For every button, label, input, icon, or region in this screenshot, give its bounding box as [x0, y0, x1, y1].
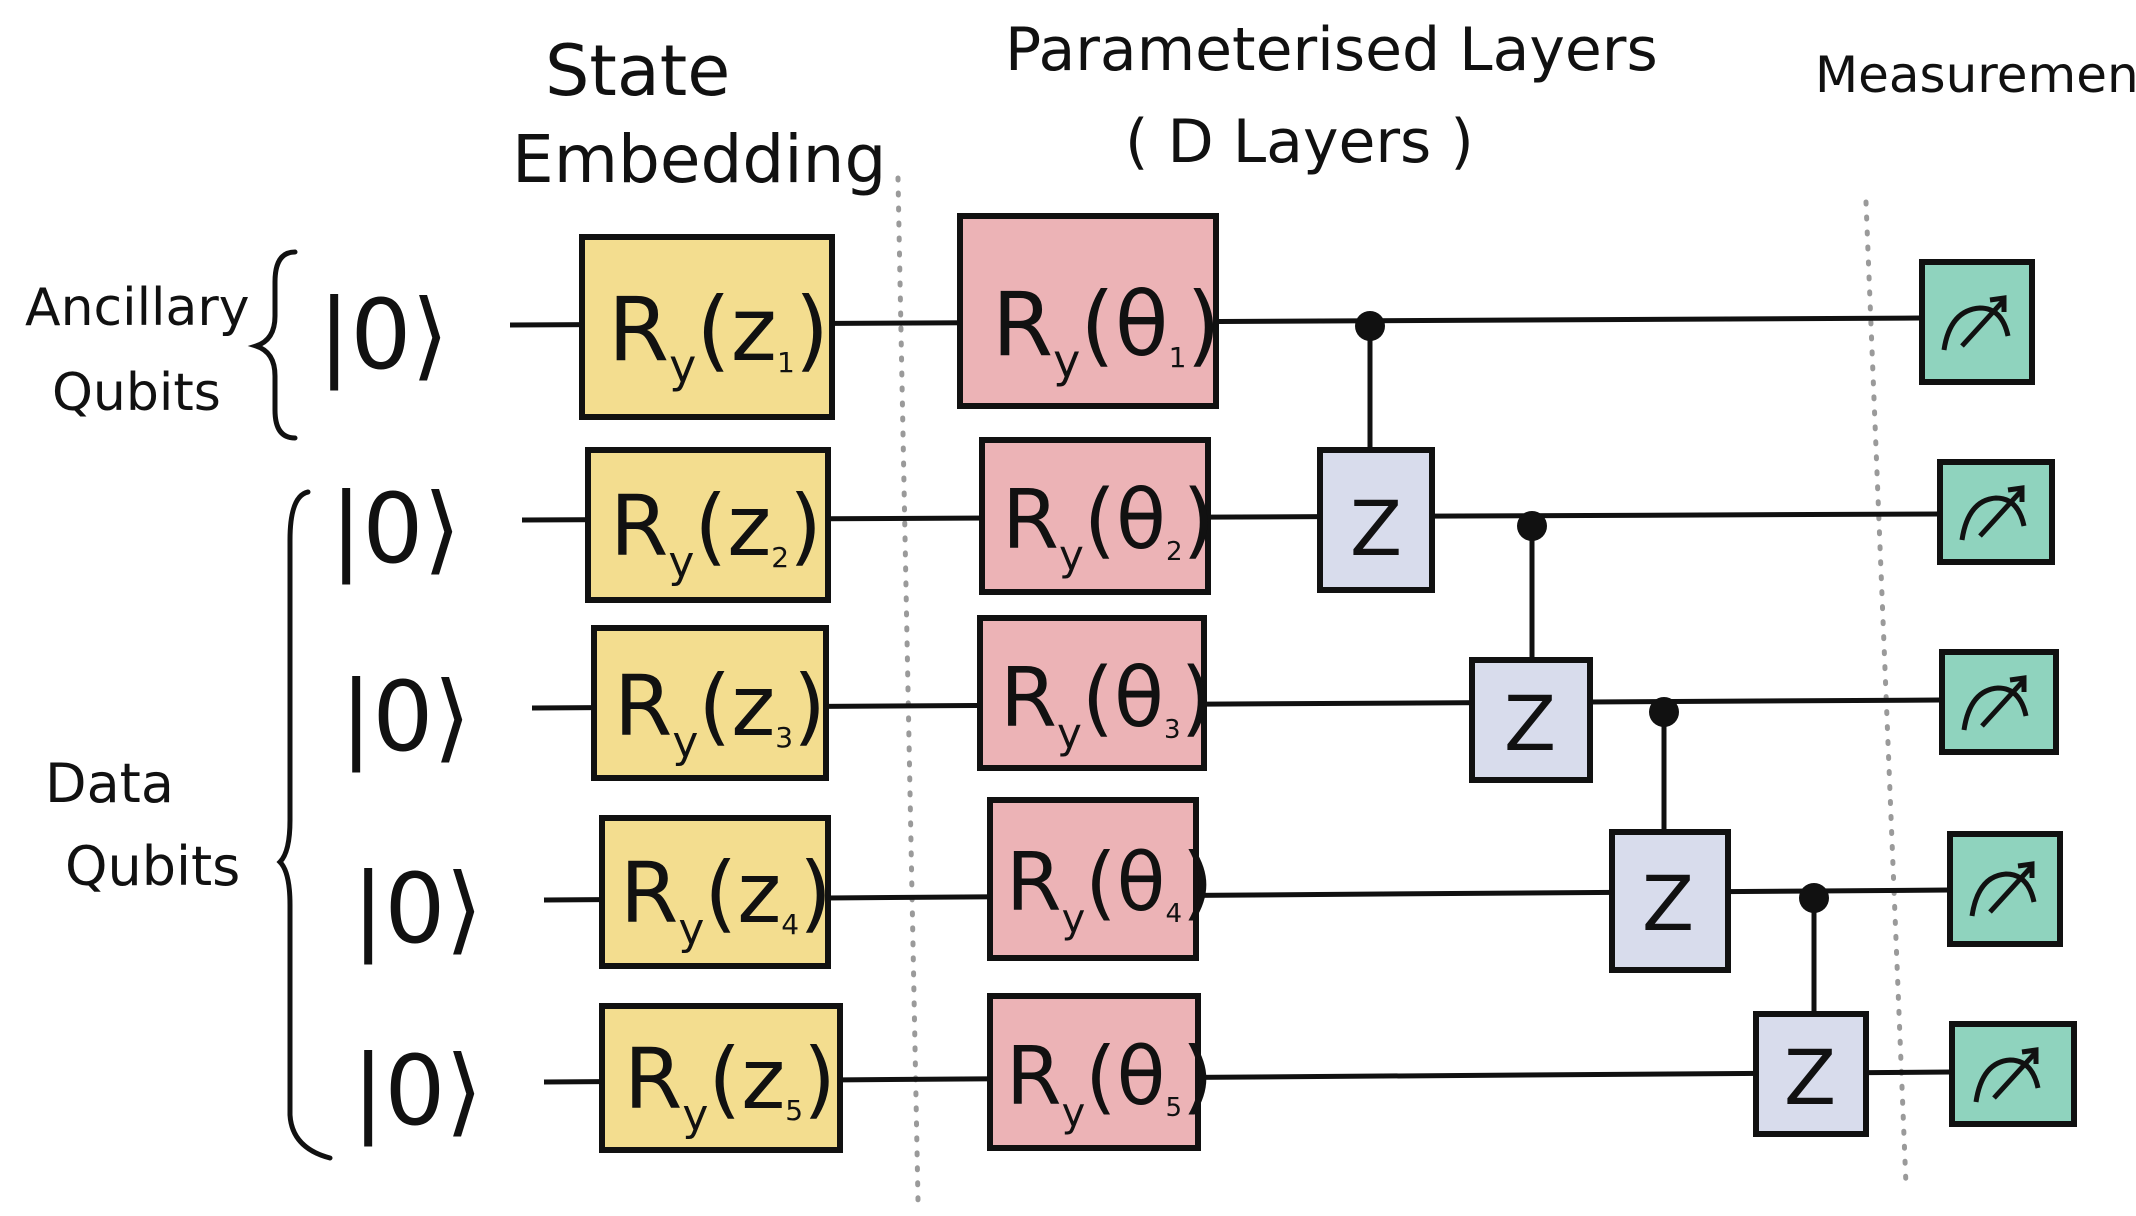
param-gate-q1: Ry(θ1) — [957, 213, 1221, 409]
meter-icon — [1947, 831, 2063, 947]
header-state-embedding-1: State — [545, 30, 730, 112]
param-gate-q3: Ry(θ3) — [977, 615, 1213, 771]
separator-embedding — [895, 175, 921, 1203]
embed-gate-q3: Ry(z3) — [591, 625, 829, 781]
embed-gate-q2: Ry(z2) — [585, 447, 831, 603]
header-measurement: Measurement — [1815, 46, 2136, 104]
svg-text:Ry(z1): Ry(z1) — [608, 278, 829, 393]
separator-measurement — [1863, 199, 1909, 1188]
control-dot-icon — [1649, 697, 1679, 727]
label-data-2: Qubits — [65, 835, 240, 898]
svg-text:Z: Z — [1784, 1033, 1836, 1122]
control-dot-icon — [1517, 511, 1547, 541]
control-dot-icon — [1355, 311, 1385, 341]
param-gate-q4: Ry(θ4) — [987, 797, 1213, 961]
embed-gate-q4: Ry(z4) — [599, 815, 832, 969]
curly-brace-icon — [276, 489, 333, 1161]
label-ancillary-2: Qubits — [52, 363, 221, 423]
svg-text:Ry(θ4): Ry(θ4) — [1006, 836, 1213, 942]
ket-q2: |0⟩ — [330, 473, 461, 586]
label-data-1: Data — [45, 752, 174, 815]
embed-gate-q5: Ry(z5) — [599, 1003, 843, 1153]
svg-text:Ry(θ3): Ry(θ3) — [1000, 651, 1213, 758]
header-state-embedding-2: Embedding — [512, 121, 886, 198]
param-gate-q2: Ry(θ2) — [979, 437, 1215, 595]
svg-text:Ry(z4): Ry(z4) — [620, 844, 832, 955]
param-gate-q5: Ry(θ5) — [987, 993, 1213, 1151]
cz-gate-2: Z — [1469, 511, 1593, 783]
meter-icon — [1949, 1021, 2077, 1127]
svg-text:Z: Z — [1350, 484, 1402, 573]
cz-gate-1: Z — [1317, 311, 1435, 593]
cz-gate-4: Z — [1753, 883, 1869, 1137]
ket-q5: |0⟩ — [352, 1035, 483, 1148]
header-param-layers-2: ( D Layers ) — [1125, 107, 1474, 177]
svg-text:Z: Z — [1504, 679, 1556, 768]
cz-gate-3: Z — [1609, 697, 1731, 973]
embed-gate-q1: Ry(z1) — [579, 234, 835, 420]
svg-text:Ry(θ5): Ry(θ5) — [1006, 1030, 1213, 1136]
svg-text:Ry(z5): Ry(z5) — [624, 1030, 836, 1141]
ket-q3: |0⟩ — [340, 661, 471, 774]
meter-icon — [1937, 459, 2055, 565]
svg-text:Ry(z2): Ry(z2) — [610, 477, 822, 588]
curly-brace-icon — [247, 249, 298, 441]
svg-text:Ry(z3): Ry(z3) — [614, 657, 826, 768]
ket-q1: |0⟩ — [318, 279, 449, 392]
meter-icon — [1919, 259, 2035, 385]
header-param-layers-1: Parameterised Layers — [1005, 15, 1658, 85]
meter-icon — [1939, 649, 2059, 755]
svg-text:Z: Z — [1642, 859, 1694, 948]
label-ancillary-1: Ancillary — [25, 278, 249, 338]
ket-q4: |0⟩ — [352, 853, 483, 966]
control-dot-icon — [1799, 883, 1829, 913]
svg-text:Ry(θ1): Ry(θ1) — [992, 273, 1221, 388]
svg-text:Ry(θ2): Ry(θ2) — [1002, 473, 1215, 580]
